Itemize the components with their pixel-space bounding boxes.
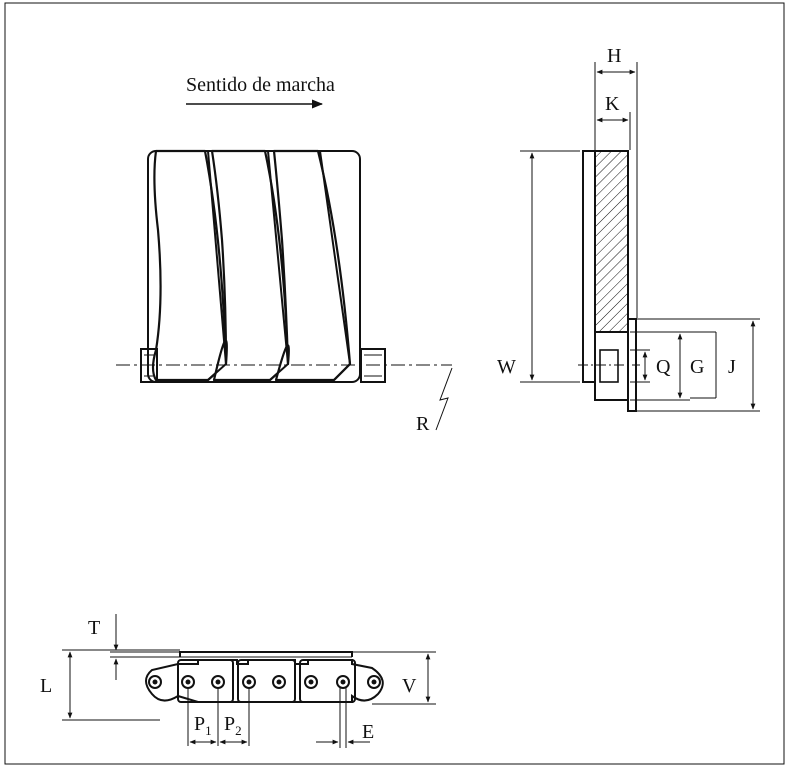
chain-pin-1-center bbox=[152, 679, 158, 685]
chain-pin-3-center bbox=[215, 679, 221, 685]
chain-block-3 bbox=[299, 659, 356, 703]
chain-pin-5 bbox=[272, 675, 286, 689]
chain-view: T L V P1 P2 E bbox=[40, 614, 436, 748]
side-view: W H K Q G J bbox=[497, 45, 760, 412]
chain-pins bbox=[148, 675, 381, 689]
chain-pin-4-center bbox=[246, 679, 252, 685]
side-backplate bbox=[582, 150, 596, 383]
side-pin bbox=[599, 349, 619, 383]
chain-pin-7 bbox=[336, 675, 350, 689]
plate-3 bbox=[272, 149, 352, 382]
p1-label: P1 bbox=[194, 713, 212, 738]
l-label: L bbox=[40, 675, 52, 697]
chain-pin-6 bbox=[304, 675, 318, 689]
chain-block-1 bbox=[177, 659, 234, 703]
p2-label-sub: 2 bbox=[235, 723, 242, 738]
chain-pin-7-center bbox=[340, 679, 346, 685]
p2-label-base: P bbox=[224, 713, 235, 735]
chevron-3 bbox=[319, 150, 352, 381]
radius-leader bbox=[435, 367, 453, 431]
chevron-2 bbox=[267, 150, 290, 381]
g-label: G bbox=[690, 356, 704, 378]
chain-pin-8 bbox=[367, 675, 381, 689]
radius-label: R bbox=[416, 413, 430, 435]
chain-pin-5-center bbox=[276, 679, 282, 685]
k-label: K bbox=[605, 93, 620, 115]
p2-label: P2 bbox=[224, 713, 242, 738]
t-label: T bbox=[88, 617, 100, 639]
p1-label-base: P bbox=[194, 713, 205, 735]
chain-outer-link bbox=[145, 659, 384, 703]
travel-direction-title: Sentido de marcha bbox=[186, 74, 335, 96]
chain-pin-8-center bbox=[371, 679, 377, 685]
q-label: Q bbox=[656, 356, 671, 378]
drawing-frame bbox=[4, 2, 785, 765]
chain-pin-2-center bbox=[185, 679, 191, 685]
chain-block-2 bbox=[237, 659, 296, 703]
chevron-1 bbox=[207, 150, 228, 381]
v-label: V bbox=[402, 675, 417, 697]
h-label: H bbox=[607, 45, 621, 67]
p1-label-sub: 1 bbox=[205, 723, 212, 738]
plate-1 bbox=[151, 149, 228, 382]
chain-pin-6-center bbox=[308, 679, 314, 685]
j-label: J bbox=[728, 356, 736, 378]
chain-pin-1 bbox=[148, 675, 162, 689]
w-label: W bbox=[497, 356, 516, 378]
chain-top-plate bbox=[179, 651, 353, 657]
e-label: E bbox=[362, 721, 374, 743]
front-view: R bbox=[116, 149, 453, 435]
plate-2 bbox=[210, 149, 290, 382]
